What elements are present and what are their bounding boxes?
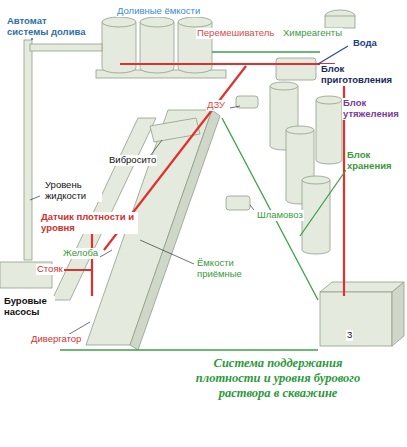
level-tube-arm <box>30 44 102 51</box>
part-label: Датчик плотности и уровня <box>40 212 138 234</box>
water-tank-body <box>325 16 355 28</box>
part-label: Автомат системы долива <box>6 16 88 38</box>
part-label: Желоба <box>62 248 99 259</box>
topping-tank-top <box>140 17 174 27</box>
part-label: 3 <box>346 330 353 341</box>
leader-line <box>30 196 40 200</box>
topping-tank <box>102 22 136 73</box>
part-label: Стояк <box>36 264 64 275</box>
part-label: Уровень жидкости <box>44 180 102 202</box>
leader-line <box>300 170 346 236</box>
box-side <box>392 282 404 346</box>
chem-line <box>212 51 320 52</box>
storage-tank-top <box>270 82 298 90</box>
box-front <box>320 292 392 346</box>
leader-line <box>140 240 194 264</box>
part-label: Доливные ёмкости <box>116 6 201 17</box>
topping-tank-top <box>102 17 136 27</box>
part-label: Блок хранения <box>346 150 404 172</box>
receiving-tanks-side <box>130 110 220 350</box>
part-label: Буровые насосы <box>3 296 55 318</box>
part-label: Химреагенты <box>282 28 343 39</box>
storage-tank-top <box>316 96 342 104</box>
leader-line <box>150 140 162 156</box>
topping-tank <box>140 22 174 73</box>
preparation-unit <box>276 58 316 80</box>
part-label: ДЗУ <box>206 100 226 111</box>
part-label: Блок утяжеления <box>342 98 404 120</box>
part-label: Дивергатор <box>30 334 82 345</box>
leader-line <box>100 250 112 257</box>
leader-line <box>230 106 240 108</box>
part-label: Вода <box>352 38 378 49</box>
storage-tank-top <box>302 176 330 184</box>
part-label: Перемешиватель <box>196 28 275 39</box>
part-label: Ёмкости приёмные <box>196 258 256 280</box>
storage-tank <box>302 180 330 254</box>
storage-tank-top <box>286 126 314 134</box>
part-label: Блок приготовления <box>320 64 404 86</box>
leader-line <box>250 205 254 210</box>
return-line <box>60 349 318 350</box>
shale-shaker <box>150 118 200 142</box>
level-tube <box>24 40 32 260</box>
caption: Система поддержания плотности и уровня б… <box>186 356 370 401</box>
water-line <box>318 46 348 64</box>
standpipe <box>91 226 93 296</box>
storage-tank <box>316 100 342 164</box>
part-label: Вибросито <box>108 155 157 166</box>
sludge-unit <box>226 196 250 210</box>
topping-tank-top <box>178 17 212 27</box>
pressure-line <box>120 64 344 296</box>
box-top <box>320 282 404 292</box>
part-label: Шламовоз <box>256 210 304 221</box>
